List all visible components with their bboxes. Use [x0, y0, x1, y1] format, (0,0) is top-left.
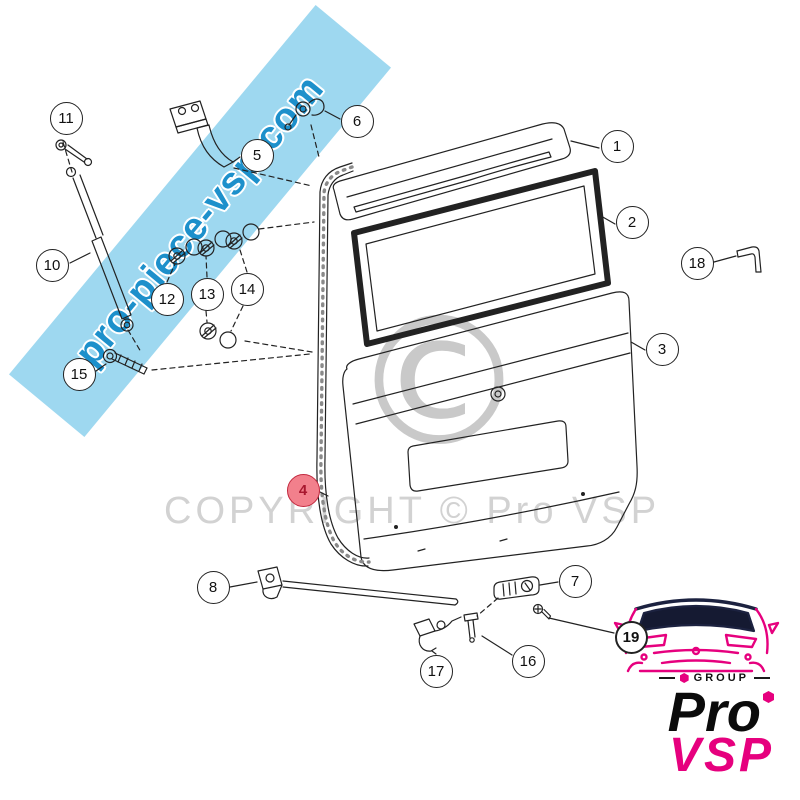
part-door-seal: [316, 162, 371, 567]
part-window-glass: [351, 168, 611, 347]
part-grommets: [168, 223, 260, 349]
provsp-logo: GROUP Pro VSP: [600, 580, 800, 800]
callout-14: 14: [230, 272, 264, 306]
logo-text-block: GROUP Pro VSP: [658, 672, 774, 783]
part-retainer-clip: [736, 246, 762, 273]
callout-8: 8: [196, 570, 230, 604]
callout-18: 18: [680, 246, 714, 280]
part-hinge-pin: [284, 98, 325, 131]
part-striker-rod: [257, 566, 459, 606]
part-gas-strut: [65, 166, 134, 332]
logo-rule-right: [754, 677, 770, 679]
callout-1: 1: [600, 129, 634, 163]
callout-7: 7: [558, 564, 592, 598]
part-lock-barrel: [493, 576, 540, 600]
callout-6: 6: [340, 104, 374, 138]
part-top-frame: [332, 122, 571, 221]
construction-lines: [62, 124, 499, 617]
leader-lines: [69, 110, 737, 656]
logo-rule-left: [658, 677, 675, 679]
logo-group-label: GROUP: [693, 672, 749, 684]
part-latch: [413, 616, 462, 652]
callout-3: 3: [645, 332, 679, 366]
callout-4: 4: [286, 473, 320, 507]
callout-11: 11: [49, 101, 83, 135]
logo-brand-pro: Pro: [667, 680, 774, 743]
hexagon-dot-icon: [763, 691, 774, 703]
callout-19: 19: [614, 620, 648, 654]
part-ball-stud: [55, 139, 93, 167]
logo-group-row: GROUP: [658, 672, 770, 684]
callout-5: 5: [240, 138, 274, 172]
callout-10: 10: [35, 248, 69, 282]
callout-2: 2: [615, 205, 649, 239]
part-door-panel: [342, 291, 638, 572]
hexagon-icon: [679, 673, 689, 683]
callout-16: 16: [511, 644, 545, 678]
callout-17: 17: [419, 654, 453, 688]
callout-15: 15: [62, 357, 96, 391]
callout-13: 13: [190, 277, 224, 311]
part-bolt: [102, 348, 148, 375]
callout-12: 12: [150, 282, 184, 316]
copyright-watermark-text: COPYRIGHT © Pro VSP: [164, 490, 661, 532]
logo-brand-vsp: VSP: [668, 729, 774, 783]
logo-brand-pro-text: Pro: [667, 680, 761, 743]
part-small-bolt: [463, 612, 479, 643]
part-screw: [532, 603, 552, 620]
